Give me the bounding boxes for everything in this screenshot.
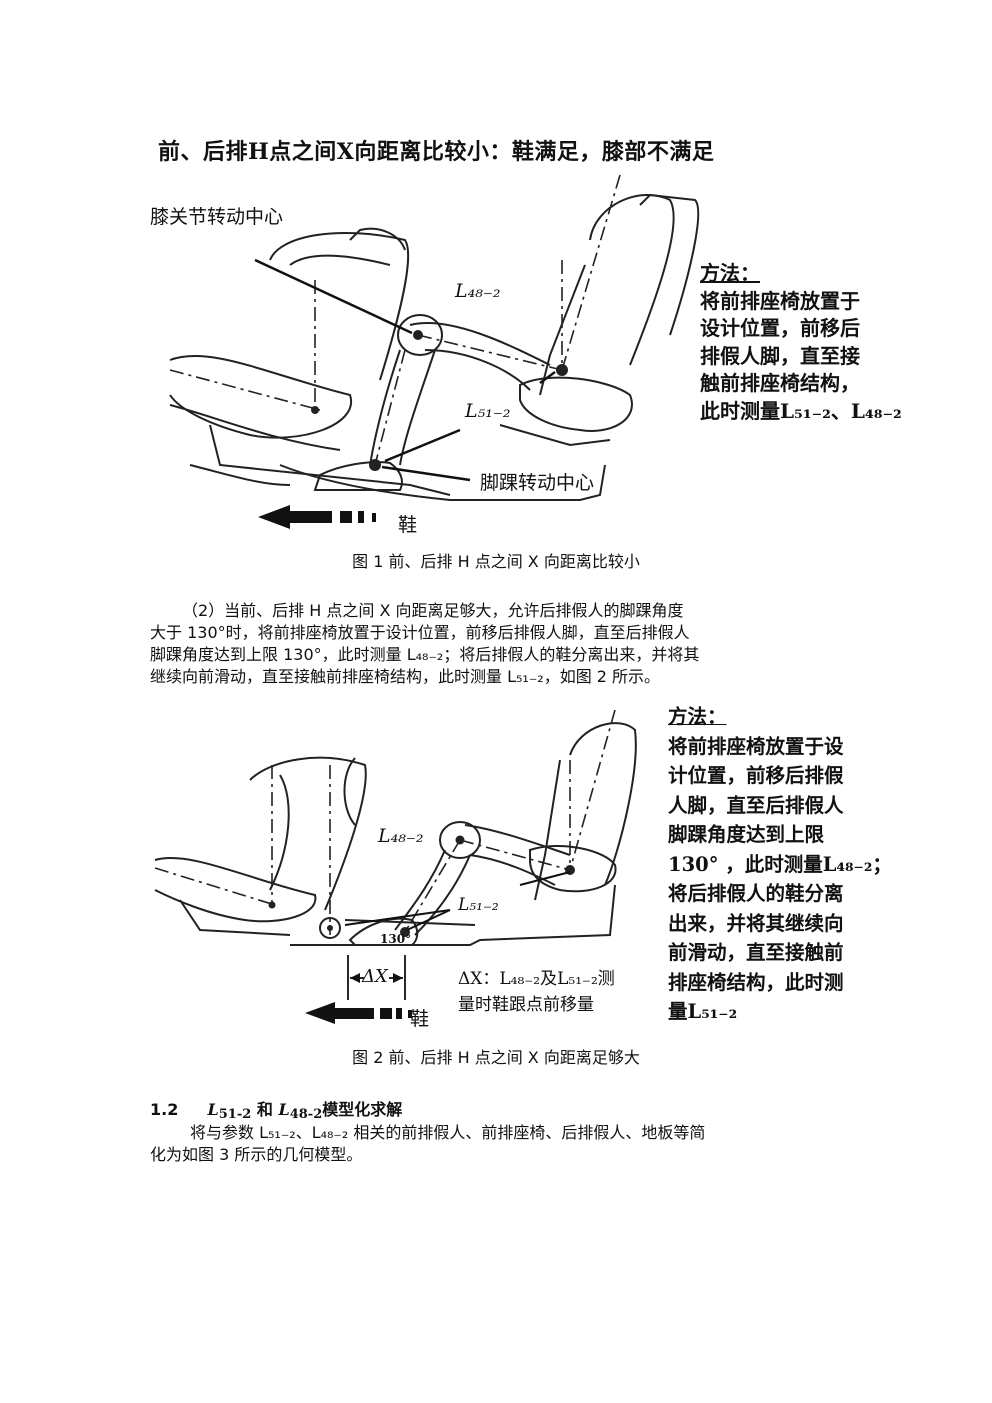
section-and: 和	[256, 1100, 273, 1119]
figure-1-title: 前、后排H点之间X向距离比较小：鞋满足，膝部不满足	[158, 139, 715, 165]
method-line: 设计位置，前移后	[700, 316, 860, 341]
l48-label: L₄₈₋₂	[455, 280, 501, 302]
section-heading: 1.2 L51-2 和 L48-2模型化求解	[150, 1096, 402, 1122]
figure-1-caption: 图 1 前、后排 H 点之间 X 向距离比较小	[352, 552, 640, 571]
figure-2-caption: 图 2 前、后排 H 点之间 X 向距离足够大	[352, 1048, 640, 1067]
delta-x-note-2: 量时鞋跟点前移量	[458, 995, 594, 1015]
method-line: 脚踝角度达到上限	[668, 823, 825, 846]
paragraph-1-line: 大于 130°时，将前排座椅放置于设计位置，前移后排假人脚，直至后排假人	[150, 623, 690, 642]
l48-label-2: L₄₈₋₂	[378, 825, 424, 847]
shoe-label-2: 鞋	[410, 1008, 430, 1030]
method-line: 出来，并将其继续向	[668, 911, 844, 935]
paragraph-2-line: 化为如图 3 所示的几何模型。	[150, 1145, 363, 1164]
method-line: 前滑动，直至接触前	[668, 941, 844, 964]
l51-label: L₅₁₋₂	[465, 400, 511, 422]
section-subscript-2: 48-2	[289, 1107, 323, 1122]
section-symbol-1: L	[207, 1100, 219, 1119]
knee-center-label: 膝关节转动中心	[150, 206, 284, 228]
figure-1: 前、后排H点之间X向距离比较小：鞋满足，膝部不满足	[150, 120, 930, 540]
figure-2: L₄₈₋₂ L₅₁₋₂ 130° ΔX ΔX：L₄₈₋₂及L₅₁₋₂测 量时鞋跟…	[150, 700, 910, 1035]
method-line: 将前排座椅放置于设	[668, 734, 844, 758]
section-symbol-2: L	[278, 1100, 290, 1119]
method-line: 计位置，前移后排假	[668, 764, 844, 787]
method-heading: 方法：	[700, 261, 760, 285]
section-subscript-1: 51-2	[218, 1107, 252, 1122]
l51-label-2: L₅₁₋₂	[458, 895, 499, 915]
method-line: 排座椅结构，此时测	[668, 970, 844, 994]
delta-x-note-1: ΔX：L₄₈₋₂及L₅₁₋₂测	[458, 969, 615, 989]
paragraph-1: （2）当前、后排 H 点之间 X 向距离足够大，允许后排假人的脚踝角度 大于 1…	[150, 600, 850, 688]
ankle-angle-label: 130°	[380, 932, 412, 946]
shoe-label-1: 鞋	[398, 514, 418, 536]
paragraph-1-line: （2）当前、后排 H 点之间 X 向距离足够大，允许后排假人的脚踝角度	[182, 601, 684, 620]
figure-2-illustration	[154, 710, 637, 1024]
paragraph-1-line: 继续向前滑动，直至接触前排座椅结构，此时测量 L₅₁₋₂，如图 2 所示。	[150, 667, 661, 686]
method-line: 量L₅₁₋₂	[668, 1000, 738, 1023]
method-line: 排假人脚，直至接	[700, 343, 860, 368]
figure-2-method: 方法： 将前排座椅放置于设 计位置，前移后排假 人脚，直至后排假人 脚踝角度达到…	[668, 702, 892, 1027]
paragraph-2-line: 将与参数 L₅₁₋₂、L₄₈₋₂ 相关的前排假人、前排座椅、后排假人、地板等简	[190, 1123, 706, 1142]
method-heading-2: 方法：	[668, 705, 727, 728]
method-line: 130° ，此时测量L₄₈₋₂；	[668, 852, 892, 876]
section-title-rest: 模型化求解	[322, 1100, 403, 1119]
figure-1-method: 方法： 将前排座椅放置于 设计位置，前移后 排假人脚，直至接 触前排座椅结构， …	[700, 260, 902, 426]
paragraph-2: 将与参数 L₅₁₋₂、L₄₈₋₂ 相关的前排假人、前排座椅、后排假人、地板等简 …	[150, 1122, 850, 1166]
method-line: 触前排座椅结构，	[700, 371, 860, 396]
method-line: 此时测量L₅₁₋₂、L₄₈₋₂	[700, 398, 902, 423]
section-number: 1.2	[150, 1100, 179, 1119]
method-line: 将后排假人的鞋分离	[668, 882, 844, 905]
paragraph-1-line: 脚踝角度达到上限 130°，此时测量 L₄₈₋₂；将后排假人的鞋分离出来，并将其	[150, 645, 700, 664]
figure-1-illustration	[169, 174, 700, 529]
method-line: 将前排座椅放置于	[700, 288, 860, 313]
method-line: 人脚，直至后排假人	[668, 793, 844, 817]
delta-x-label: ΔX	[362, 966, 388, 987]
ankle-center-label: 脚踝转动中心	[480, 472, 595, 494]
